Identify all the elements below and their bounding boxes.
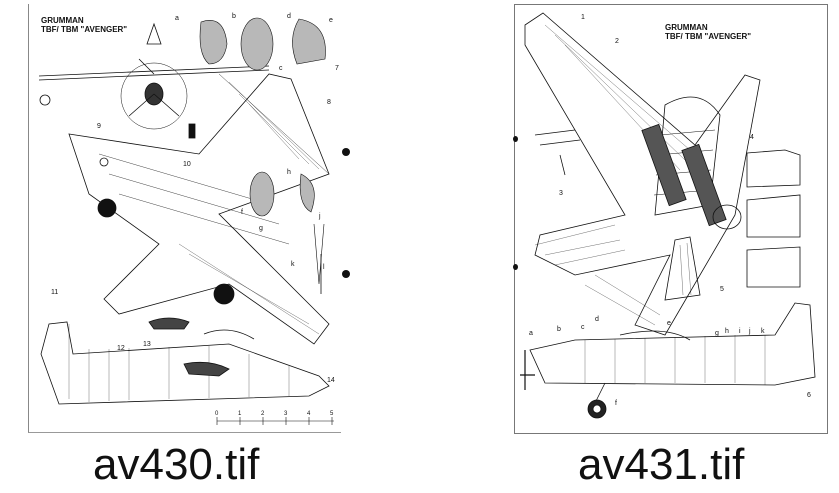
callout-label: f bbox=[241, 209, 243, 216]
scale-tick: 2 bbox=[261, 411, 265, 417]
scale-tick: 0 bbox=[215, 411, 219, 417]
callout-number: 12 bbox=[117, 345, 125, 352]
callout-number: 4 bbox=[750, 134, 754, 141]
callout-number: 9 bbox=[97, 123, 101, 130]
callout-label: f bbox=[615, 400, 617, 407]
callout-label: c bbox=[279, 65, 283, 72]
callout-label: d bbox=[287, 13, 291, 20]
aircraft-drawing-left: 0 1 2 3 4 5 a b c d e f g h j k l 7 8 9 … bbox=[38, 13, 339, 425]
callout-label: e bbox=[329, 17, 333, 24]
punch-hole-icon bbox=[342, 148, 350, 156]
callout-label: k bbox=[761, 328, 765, 335]
drawing-sheet-av431: GRUMMAN TBF/ TBM "AVENGER" bbox=[514, 4, 828, 434]
callout-label: g bbox=[715, 330, 719, 337]
callout-number: 3 bbox=[559, 190, 563, 197]
callout-number: 11 bbox=[51, 289, 58, 296]
callout-number: 7 bbox=[335, 65, 339, 72]
callout-label: c bbox=[581, 324, 585, 331]
sheet-title-line2: TBF/ TBM "AVENGER" bbox=[41, 25, 128, 34]
callout-label: a bbox=[529, 330, 533, 337]
callout-label: e bbox=[667, 320, 671, 327]
punch-hole-icon bbox=[513, 264, 518, 270]
callout-number: 14 bbox=[327, 377, 335, 384]
callout-label: j bbox=[748, 328, 751, 335]
callout-label: l bbox=[323, 264, 325, 271]
callout-number: 5 bbox=[720, 286, 724, 293]
sheet-title: GRUMMAN TBF/ TBM "AVENGER" bbox=[41, 16, 127, 34]
callout-label: a bbox=[175, 15, 179, 22]
scale-tick: 4 bbox=[307, 411, 311, 417]
sheet-title-line1: GRUMMAN bbox=[41, 16, 84, 25]
callout-label: j bbox=[318, 213, 321, 220]
callout-label: g bbox=[259, 225, 263, 232]
filename-caption-right: av431.tif bbox=[578, 440, 745, 489]
filename-caption-left: av430.tif bbox=[93, 440, 260, 489]
callout-number: 8 bbox=[327, 99, 331, 106]
callout-number: 6 bbox=[807, 392, 811, 399]
callout-label: d bbox=[595, 316, 599, 323]
callout-number: 13 bbox=[143, 341, 151, 348]
callout-label: k bbox=[291, 261, 295, 268]
callout-number: 10 bbox=[183, 161, 191, 168]
callout-label: h bbox=[725, 328, 729, 335]
punch-hole-icon bbox=[513, 136, 518, 142]
scale-tick: 1 bbox=[238, 411, 242, 417]
drawing-sheet-av430: GRUMMAN TBF/ TBM "AVENGER" bbox=[28, 4, 341, 433]
callout-label: b bbox=[557, 326, 561, 333]
callout-label: i bbox=[739, 328, 741, 335]
scale-tick: 5 bbox=[330, 411, 334, 417]
callout-label: b bbox=[232, 13, 236, 20]
callout-label: h bbox=[287, 169, 291, 176]
scale-tick: 3 bbox=[284, 411, 288, 417]
sheet-title: GRUMMAN TBF/ TBM "AVENGER" bbox=[665, 23, 751, 41]
sheet-title-line2: TBF/ TBM "AVENGER" bbox=[665, 32, 752, 41]
callout-number: 2 bbox=[615, 38, 619, 45]
callout-number: 1 bbox=[581, 14, 585, 21]
punch-hole-icon bbox=[342, 270, 350, 278]
aircraft-drawing-right: a b c d e f g h i j k 1 2 3 4 5 6 bbox=[520, 12, 816, 419]
sheet-title-line1: GRUMMAN bbox=[665, 23, 708, 32]
